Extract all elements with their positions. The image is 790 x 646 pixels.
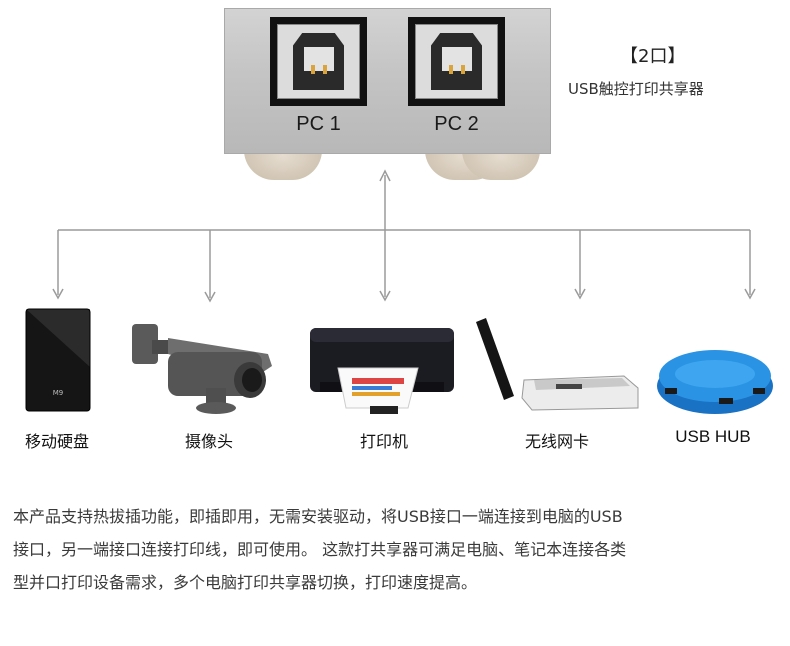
device-label-printer: 打印机 (359, 432, 408, 451)
connection-lines (52, 169, 756, 303)
feature-title: 【2口】 (620, 46, 686, 67)
device-label-wifi: 无线网卡 (524, 432, 589, 451)
description-line: 型并口打印设备需求，多个电脑打印共享器切换，打印速度提高。 (13, 573, 478, 592)
device-label-usb-hub: USB HUB (675, 427, 751, 446)
port-label-pc2: PC 2 (434, 113, 479, 135)
printer-icon (310, 328, 454, 414)
security-camera-icon (132, 324, 272, 414)
product-description: 本产品支持热拔插功能，即插即用，无需安装驱动，将USB接口一端连接到电脑的USB… (13, 500, 781, 599)
wifi-adapter-icon (476, 318, 639, 411)
description-line: 接口，另一端接口连接打印线，即可使用。 这款打共享器可满足电脑、笔记本连接各类 (13, 540, 627, 559)
external-hard-drive-icon: M9 (25, 308, 91, 412)
device-label-camera: 摄像头 (184, 432, 233, 451)
arrow-down-icon (574, 288, 586, 300)
usb-b-port-pc2 (408, 17, 505, 106)
port-label-pc1: PC 1 (296, 113, 341, 135)
usb-hub-icon (657, 350, 773, 414)
arrow-down-icon (52, 288, 64, 300)
description-line: 本产品支持热拔插功能，即插即用，无需安装驱动，将USB接口一端连接到电脑的USB (13, 507, 623, 526)
usb-switch-box: PC 1 PC 2 (224, 8, 551, 154)
drive-model-text: M9 (53, 389, 64, 397)
arrow-up-icon (379, 169, 391, 182)
feature-subtitle: USB触控打印共享器 (568, 80, 704, 98)
device-label-hard-drive: 移动硬盘 (24, 432, 89, 451)
arrow-down-icon (379, 290, 391, 302)
usb-b-port-pc1 (270, 17, 367, 106)
arrow-down-icon (744, 288, 756, 300)
arrow-down-icon (204, 291, 216, 303)
